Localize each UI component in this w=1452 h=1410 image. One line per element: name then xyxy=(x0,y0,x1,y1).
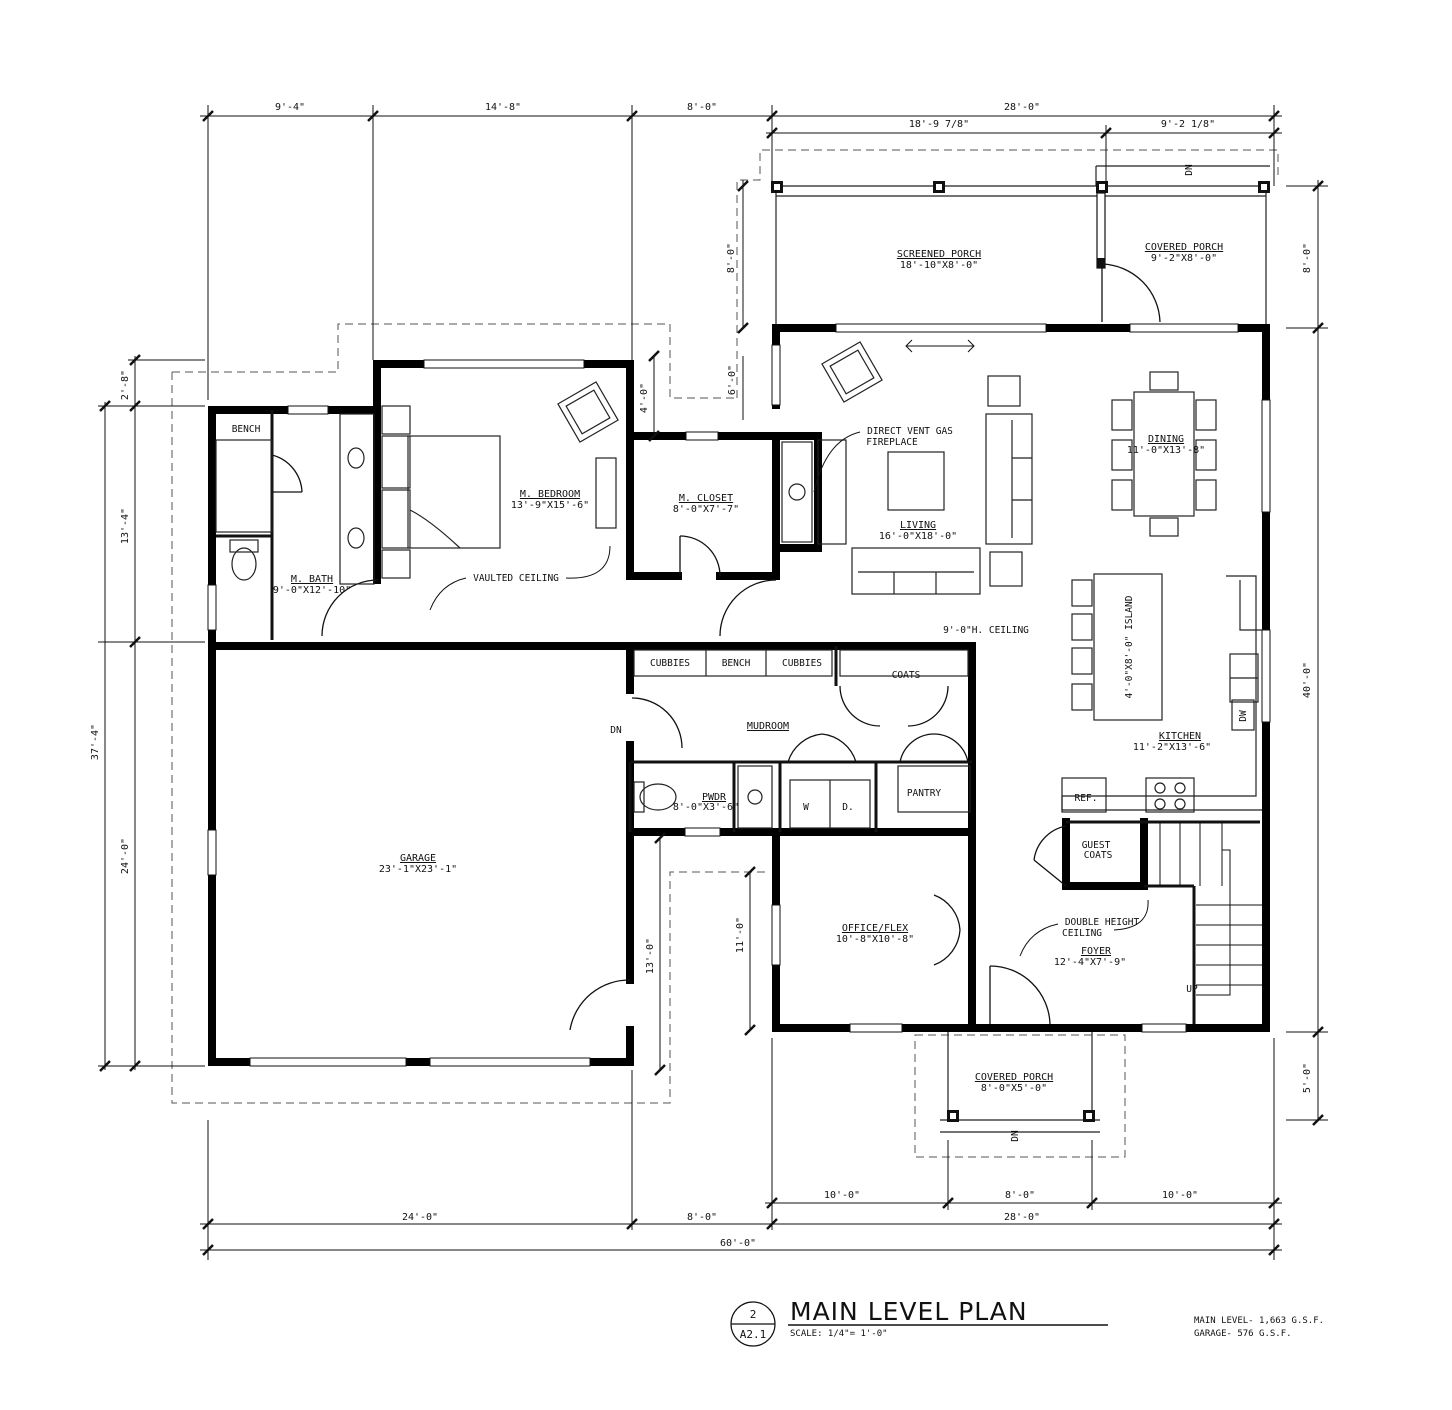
dim-bot-28: 28'-0" xyxy=(1004,1212,1040,1223)
fireplace-label-2: FIREPLACE xyxy=(866,437,918,448)
kitchen-size: 11'-2"X13'-6" xyxy=(1133,742,1211,753)
m-bath-label: M. BATH xyxy=(291,574,333,585)
title-block: 2 A2.1 MAIN LEVEL PLAN SCALE: 1/4"= 1'-0… xyxy=(730,1297,1324,1347)
dim-porch-2: 9'-2 1/8" xyxy=(1161,119,1215,130)
dim-porch-1: 18'-9 7/8" xyxy=(909,119,969,130)
cubbies-1-label: CUBBIES xyxy=(650,658,690,669)
dim-top-1: 9'-4" xyxy=(275,102,305,113)
m-closet-size: 8'-0"X7'-7" xyxy=(673,504,739,515)
ceiling-height-label: 9'-0"H. CEILING xyxy=(943,625,1029,636)
dim-mid-4: 4'-0" xyxy=(639,383,650,413)
plan-scale: SCALE: 1/4"= 1'-0" xyxy=(790,1329,888,1339)
area-garage: GARAGE- 576 G.S.F. xyxy=(1194,1329,1292,1339)
screened-porch-size: 18'-10"X8'-0" xyxy=(900,260,978,271)
covered-porch-rear-size: 9'-2"X8'-0" xyxy=(1151,253,1217,264)
dim-right-40: 40'-0" xyxy=(1302,662,1313,698)
dimension-ticks xyxy=(99,110,1324,1256)
dim-left-total: 37'-4" xyxy=(90,724,101,760)
guest-coats-label-1: GUEST xyxy=(1082,840,1111,851)
dimension-lines xyxy=(98,105,1328,1260)
post-inner xyxy=(774,184,1267,1119)
double-height-label-2: CEILING xyxy=(1062,928,1102,939)
washer-label: W xyxy=(803,802,809,813)
dim-bot-24: 24'-0" xyxy=(402,1212,438,1223)
sliding-door-arrow xyxy=(905,339,975,353)
pantry-label: PANTRY xyxy=(907,788,942,799)
area-main: MAIN LEVEL- 1,663 G.S.F. xyxy=(1194,1316,1324,1326)
kitchen-label: KITCHEN xyxy=(1159,731,1201,742)
furniture xyxy=(215,341,1262,829)
annotation-labels: BENCH DIRECT VENT GAS FIREPLACE VAULTED … xyxy=(232,164,1249,1142)
vaulted-ceiling-label: VAULTED CEILING xyxy=(473,573,559,584)
dim-left-c: 24'-0" xyxy=(120,838,131,874)
guest-coats-label-2: COATS xyxy=(1084,850,1113,861)
covered-porch-rear-label: COVERED PORCH xyxy=(1145,242,1223,253)
windows xyxy=(207,323,1271,1067)
pwdr-size: 8'-0"X3'-6" xyxy=(673,802,739,813)
plan-title: MAIN LEVEL PLAN xyxy=(790,1297,1028,1326)
leader-lines xyxy=(429,431,1149,957)
m-closet-label: M. CLOSET xyxy=(679,493,733,504)
dim-bot-8: 8'-0" xyxy=(687,1212,717,1223)
sheet-number: 2 xyxy=(750,1308,757,1321)
dim-office-11: 11'-0" xyxy=(735,917,746,953)
coats-label: COATS xyxy=(892,670,921,681)
double-height-label-1: DOUBLE HEIGHT xyxy=(1065,917,1140,928)
roof-overhang-outline xyxy=(171,149,1279,1158)
dn-mud-label: DN xyxy=(610,725,622,736)
dim-bot-1: 10'-0" xyxy=(824,1190,860,1201)
dining-size: 11'-0"X13'-8" xyxy=(1127,445,1205,456)
dim-left-b: 13'-4" xyxy=(120,508,131,544)
dim-mid-6: 6'-0" xyxy=(727,365,738,395)
covered-porch-front-size: 8'-0"X5'-0" xyxy=(981,1083,1047,1094)
dim-left-porch: 8'-0" xyxy=(726,243,737,273)
porch-outlines xyxy=(775,165,1270,1133)
garage-label: GARAGE xyxy=(400,853,436,864)
dn-rear-label: DN xyxy=(1184,164,1195,176)
stairs xyxy=(1159,822,1262,996)
ref-label: REF. xyxy=(1075,793,1098,804)
office-size: 10'-8"X10'-8" xyxy=(836,934,914,945)
dim-right-5: 5'-0" xyxy=(1302,1063,1313,1093)
cubbies-2-label: CUBBIES xyxy=(782,658,822,669)
dim-top-4: 28'-0" xyxy=(1004,102,1040,113)
m-bedroom-size: 13'-9"X15'-6" xyxy=(511,500,589,511)
dn-front-label: DN xyxy=(1010,1130,1021,1142)
living-size: 16'-0"X18'-0" xyxy=(879,531,957,542)
living-label: LIVING xyxy=(900,520,936,531)
office-label: OFFICE/FLEX xyxy=(842,923,908,934)
island-label: 4'-0"X8'-0" ISLAND xyxy=(1124,595,1135,698)
screened-porch-label: SCREENED PORCH xyxy=(897,249,981,260)
m-bedroom-label: M. BEDROOM xyxy=(520,489,580,500)
bench-mud-label: BENCH xyxy=(722,658,751,669)
dim-right-porch: 8'-0" xyxy=(1302,243,1313,273)
fireplace-label-1: DIRECT VENT GAS xyxy=(867,426,953,437)
dim-garage-13: 13'-0" xyxy=(645,938,656,974)
up-label: UP xyxy=(1186,984,1198,995)
dim-left-a: 2'-8" xyxy=(120,370,131,400)
dw-label: DW xyxy=(1238,710,1249,722)
room-labels: SCREENED PORCH 18'-10"X8'-0" COVERED POR… xyxy=(273,242,1223,1094)
pwdr-label: PWDR xyxy=(702,792,727,803)
dimension-labels: 9'-4" 14'-8" 8'-0" 28'-0" 18'-9 7/8" 9'-… xyxy=(90,102,1313,1249)
dim-top-3: 8'-0" xyxy=(687,102,717,113)
m-bath-size: 9'-0"X12'-10" xyxy=(273,585,351,596)
foyer-label: FOYER xyxy=(1081,946,1112,957)
sheet-ref: A2.1 xyxy=(740,1328,767,1341)
dryer-label: D. xyxy=(842,802,853,813)
mudroom-label: MUDROOM xyxy=(747,721,789,732)
dim-bot-3: 10'-0" xyxy=(1162,1190,1198,1201)
dining-label: DINING xyxy=(1148,434,1184,445)
dim-bot-2: 8'-0" xyxy=(1005,1190,1035,1201)
door-swings xyxy=(271,263,1161,1031)
covered-porch-front-label: COVERED PORCH xyxy=(975,1072,1053,1083)
dim-bot-60: 60'-0" xyxy=(720,1238,756,1249)
porch-divider-wall xyxy=(1096,192,1106,269)
bench-bath-label: BENCH xyxy=(232,424,261,435)
foyer-size: 12'-4"X7'-9" xyxy=(1054,957,1126,968)
dim-top-2: 14'-8" xyxy=(485,102,521,113)
garage-size: 23'-1"X23'-1" xyxy=(379,864,457,875)
